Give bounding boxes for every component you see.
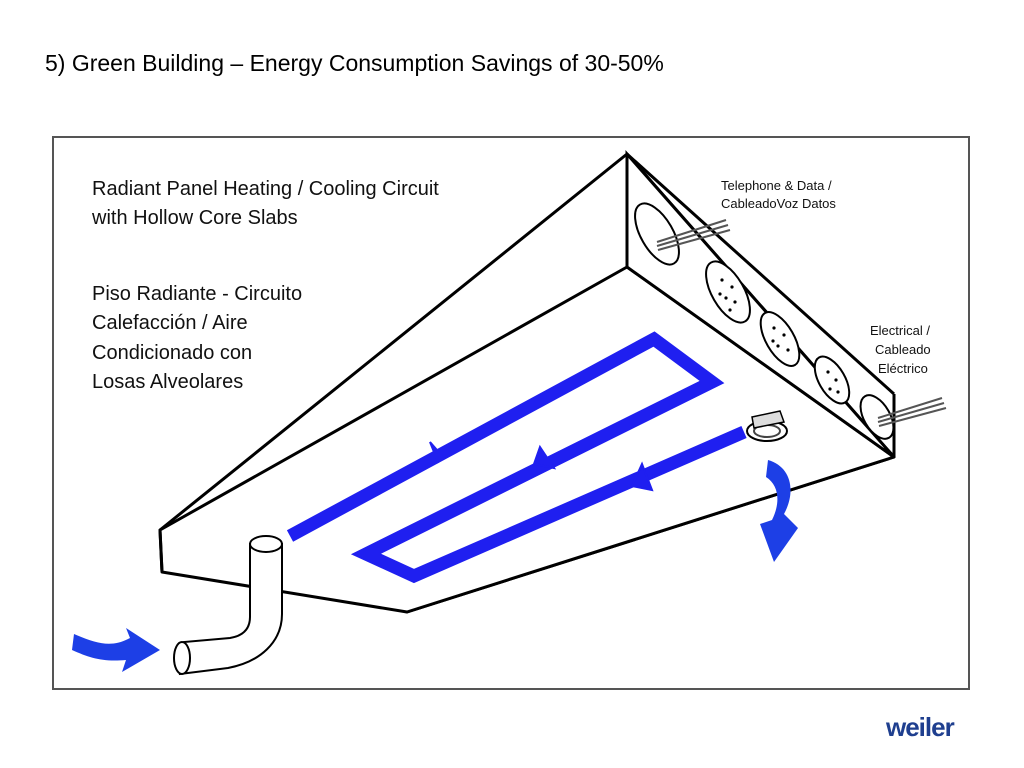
electrical-label-line: Eléctrico [878, 361, 928, 376]
slide-title: 5) Green Building – Energy Consumption S… [45, 50, 664, 76]
cable-bundle-icon [656, 219, 731, 251]
heading-en-line: with Hollow Core Slabs [91, 207, 298, 229]
hollow-core [759, 311, 801, 367]
radiant-panel-diagram: Radiant Panel Heating / Cooling Circuit … [72, 150, 947, 676]
pipe-inlet-icon [173, 535, 283, 676]
hollow-cores [634, 202, 895, 440]
diagram-frame: Radiant Panel Heating / Cooling Circuit … [52, 136, 970, 690]
telephone-data-label: Telephone & Data / CableadoVoz Datos [721, 178, 836, 211]
air-inlet-arrow-icon [72, 628, 160, 672]
heading-es-line: Calefacción / Aire [92, 312, 248, 334]
hollow-core [634, 202, 680, 266]
air-flow-arrow-icon [760, 460, 798, 562]
circuit-pipe [286, 331, 747, 584]
telephone-label-line: CableadoVoz Datos [721, 196, 836, 211]
flow-arrow-icon [429, 441, 446, 464]
radiant-circuit-loop [286, 331, 747, 584]
cable-bundle-icon [877, 397, 947, 427]
hollow-core [813, 355, 851, 405]
diagram-heading-es: Piso Radiante - Circuito Calefacción / A… [92, 283, 308, 393]
electrical-label: Electrical / Cableado Eléctrico [870, 323, 934, 376]
flow-arrow-icon [532, 444, 557, 470]
hollow-core [859, 394, 895, 440]
electrical-label-line: Cableado [875, 342, 931, 357]
flow-arrow-icon [630, 461, 654, 492]
electrical-label-line: Electrical / [870, 323, 930, 338]
heading-en-line: Radiant Panel Heating / Cooling Circuit [92, 178, 439, 200]
ceiling-diffuser-icon [746, 410, 788, 442]
weiler-logo: weiler [886, 712, 955, 742]
diagram-heading-en: Radiant Panel Heating / Cooling Circuit … [91, 178, 444, 229]
telephone-label-line: Telephone & Data / [721, 178, 832, 193]
heading-es-line: Condicionado con [92, 342, 252, 364]
hollow-core [705, 260, 751, 324]
heading-es-line: Piso Radiante - Circuito [92, 283, 302, 305]
heading-es-line: Losas Alveolares [92, 371, 243, 393]
